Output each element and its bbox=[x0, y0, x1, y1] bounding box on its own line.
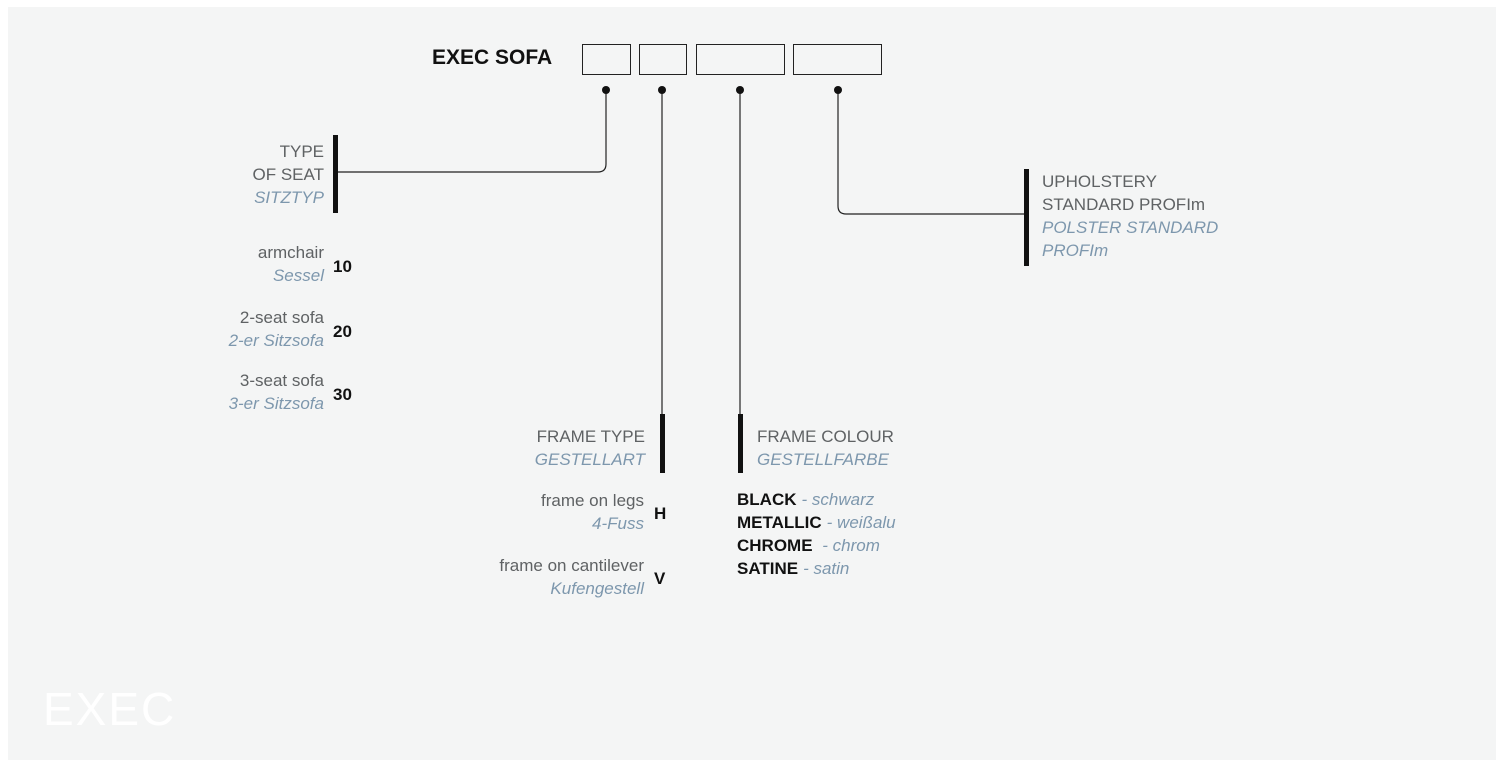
code-box-frame-type bbox=[639, 44, 687, 75]
frame-colour-heading: FRAME COLOUR GESTELLFARBE bbox=[757, 425, 894, 471]
seat-option-code: 30 bbox=[333, 385, 352, 404]
seat-option-code: 20 bbox=[333, 322, 352, 341]
frame-colour-option-en: CHROME bbox=[737, 536, 813, 555]
frame-colour-option-de: - weißalu bbox=[826, 513, 896, 532]
exec-logo: EXEC bbox=[43, 683, 177, 735]
seat-heading: TYPE OF SEAT SITZTYP bbox=[164, 140, 324, 209]
frame-type-option-code: V bbox=[654, 569, 666, 588]
code-box-upholstery bbox=[793, 44, 882, 75]
upholstery-label-de-line1: POLSTER STANDARD bbox=[1042, 218, 1219, 237]
frame-colour-option-de: - schwarz bbox=[801, 490, 875, 509]
frame-type-option-de: Kufengestell bbox=[550, 579, 644, 598]
frame-type-heading: FRAME TYPE GESTELLART bbox=[440, 425, 645, 471]
frame-colour-option-en: BLACK bbox=[737, 490, 797, 509]
frame-colour-label: FRAME COLOUR bbox=[757, 427, 894, 446]
frame-colour-options: BLACK- schwarz METALLIC- weißalu CHROME … bbox=[737, 488, 896, 580]
frame-colour-option-de: - chrom bbox=[817, 536, 880, 555]
connector-dot-seat bbox=[602, 86, 610, 94]
seat-option-de: Sessel bbox=[272, 266, 324, 285]
frame-type-option-code: H bbox=[654, 504, 667, 523]
upholstery-label-line2: STANDARD PROFIm bbox=[1042, 195, 1206, 214]
code-box-frame-colour bbox=[696, 44, 785, 75]
seat-label-line2: OF SEAT bbox=[252, 165, 324, 184]
seat-option-de: 3-er Sitzsofa bbox=[228, 394, 324, 413]
frame-colour-option-black: BLACK- schwarz bbox=[737, 488, 896, 511]
seat-option-de: 2-er Sitzsofa bbox=[228, 331, 324, 350]
background-panel bbox=[8, 7, 1496, 760]
seat-option-en: 3-seat sofa bbox=[239, 371, 324, 390]
frame-colour-option-en: SATINE bbox=[737, 559, 799, 578]
frame-type-label: FRAME TYPE bbox=[536, 427, 645, 446]
frame-colour-option-metallic: METALLIC- weißalu bbox=[737, 511, 896, 534]
seat-option-en: 2-seat sofa bbox=[239, 308, 324, 327]
connector-seat bbox=[338, 90, 607, 173]
upholstery-label-line1: UPHOLSTERY bbox=[1042, 172, 1157, 191]
connector-dot-frame-colour bbox=[736, 86, 744, 94]
frame-colour-option-en: METALLIC bbox=[737, 513, 822, 532]
seat-option-code: 10 bbox=[333, 257, 352, 276]
seat-label-line1: TYPE bbox=[279, 142, 324, 161]
upholstery-label-de-line2: PROFIm bbox=[1042, 241, 1109, 260]
frame-colour-option-satine: SATINE- satin bbox=[737, 557, 896, 580]
frame-colour-option-chrome: CHROME - chrom bbox=[737, 534, 896, 557]
upholstery-heading: UPHOLSTERY STANDARD PROFIm POLSTER STAND… bbox=[1042, 170, 1218, 262]
connector-dot-frame-type bbox=[658, 86, 666, 94]
frame-type-option-de: 4-Fuss bbox=[592, 514, 644, 533]
seat-label-de: SITZTYP bbox=[254, 188, 324, 207]
seat-option-en: armchair bbox=[257, 243, 324, 262]
product-title: EXEC SOFA bbox=[432, 46, 553, 69]
frame-type-option-en: frame on legs bbox=[541, 491, 644, 510]
frame-type-marker-bar bbox=[660, 414, 665, 473]
frame-type-label-de: GESTELLART bbox=[534, 450, 645, 469]
code-box-seat bbox=[582, 44, 631, 75]
frame-colour-marker-bar bbox=[738, 414, 743, 473]
connector-upholstery bbox=[837, 90, 1026, 215]
frame-type-option-en: frame on cantilever bbox=[499, 556, 644, 575]
seat-marker-bar bbox=[333, 135, 338, 213]
frame-colour-option-de: - satin bbox=[803, 559, 850, 578]
upholstery-marker-bar bbox=[1024, 169, 1029, 266]
frame-colour-label-de: GESTELLFARBE bbox=[757, 450, 889, 469]
connector-dot-upholstery bbox=[834, 86, 842, 94]
